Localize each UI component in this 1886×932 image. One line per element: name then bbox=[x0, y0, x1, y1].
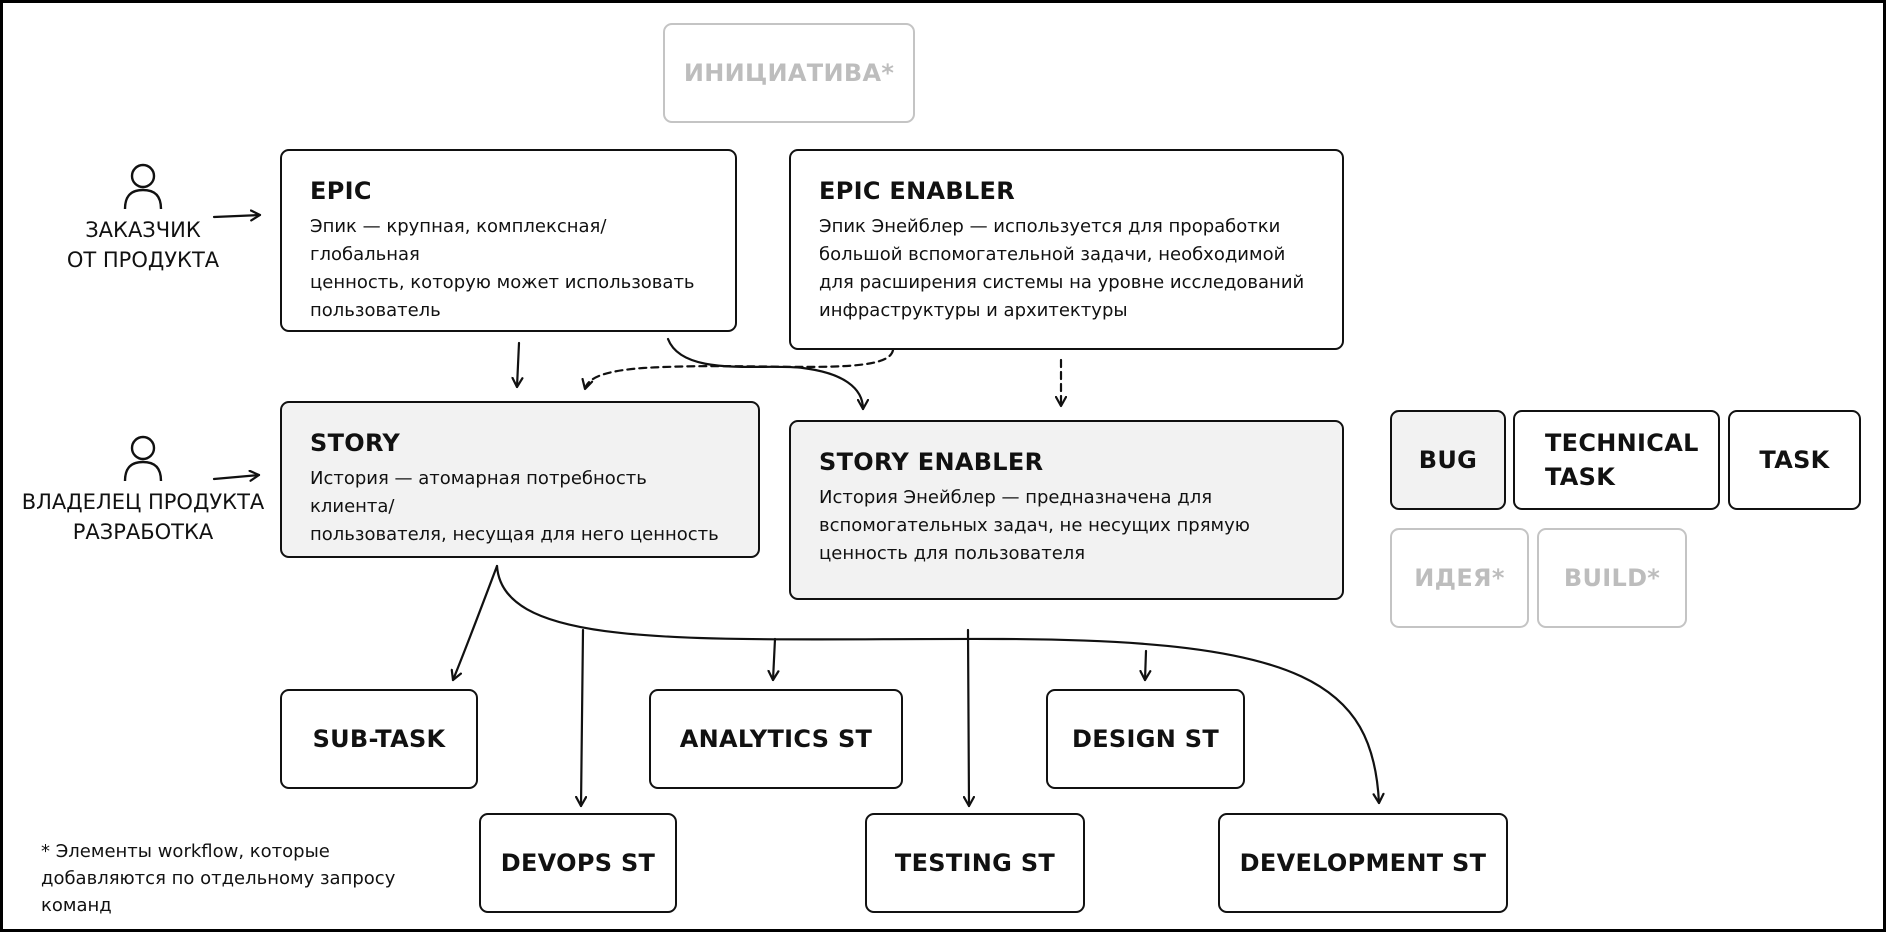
initiative-box: ИНИЦИАТИВА* bbox=[663, 23, 915, 123]
story-box: STORY История — атомарная потребность кл… bbox=[280, 401, 760, 558]
actor-customer-line1: ЗАКАЗЧИК bbox=[85, 218, 201, 242]
initiative-title: ИНИЦИАТИВА* bbox=[683, 59, 895, 87]
arrow-epic-to-story bbox=[517, 341, 519, 389]
story-enabler-description: История Энейблер — предназначена для всп… bbox=[819, 487, 1250, 564]
story-description: История — атомарная потребность клиента/… bbox=[310, 468, 719, 545]
build-title: BUILD* bbox=[1563, 564, 1661, 592]
bug-box: BUG bbox=[1390, 410, 1506, 510]
sub-task-box: SUB-TASK bbox=[280, 689, 478, 789]
task-box: TASK bbox=[1728, 410, 1861, 510]
devops-st-box: DEVOPS ST bbox=[479, 813, 677, 913]
epic-description: Эпик — крупная, комплексная/глобальная ц… bbox=[310, 216, 695, 321]
person-icon bbox=[123, 163, 163, 210]
bug-title: BUG bbox=[1418, 446, 1478, 474]
person-icon bbox=[123, 435, 163, 482]
technical-task-title: TECHNICAL TASK bbox=[1545, 429, 1699, 491]
testing-st-title: TESTING ST bbox=[894, 849, 1056, 877]
build-box: BUILD* bbox=[1537, 528, 1687, 628]
idea-title: ИДЕЯ* bbox=[1414, 564, 1505, 592]
analytics-st-title: ANALYTICS ST bbox=[679, 725, 873, 753]
actor-owner-line1: ВЛАДЕЛЕЦ ПРОДУКТА bbox=[21, 490, 265, 514]
arrow-epic-enabler-to-story bbox=[585, 348, 895, 391]
task-title: TASK bbox=[1759, 446, 1830, 474]
idea-box: ИДЕЯ* bbox=[1390, 528, 1529, 628]
actor-customer: ЗАКАЗЧИК ОТ ПРОДУКТА bbox=[43, 161, 243, 275]
actor-owner: ВЛАДЕЛЕЦ ПРОДУКТА РАЗРАБОТКА bbox=[8, 433, 278, 547]
arrow-to-analytics bbox=[773, 637, 775, 682]
development-st-title: DEVELOPMENT ST bbox=[1239, 849, 1487, 877]
actor-owner-line2: РАЗРАБОТКА bbox=[72, 520, 214, 544]
development-st-box: DEVELOPMENT ST bbox=[1218, 813, 1508, 913]
epic-enabler-description: Эпик Энейблер — используется для прорабо… bbox=[819, 216, 1305, 321]
epic-box: EPIC Эпик — крупная, комплексная/глобаль… bbox=[280, 149, 737, 332]
analytics-st-box: ANALYTICS ST bbox=[649, 689, 903, 789]
actor-customer-line2: ОТ ПРОДУКТА bbox=[66, 248, 220, 272]
testing-st-box: TESTING ST bbox=[865, 813, 1085, 913]
arrow-to-design bbox=[1145, 649, 1146, 682]
story-title: STORY bbox=[310, 429, 401, 457]
arrow-story-to-subtask bbox=[453, 564, 499, 682]
story-enabler-title: STORY ENABLER bbox=[819, 448, 1044, 476]
epic-enabler-title: EPIC ENABLER bbox=[819, 177, 1015, 205]
arrow-story-to-development bbox=[495, 564, 1379, 805]
devops-st-title: DEVOPS ST bbox=[500, 849, 656, 877]
arrow-to-devops bbox=[581, 628, 583, 808]
footnote: * Элементы workflow, которые добавляются… bbox=[41, 841, 396, 916]
technical-task-box: TECHNICAL TASK bbox=[1513, 410, 1720, 510]
design-st-box: DESIGN ST bbox=[1046, 689, 1245, 789]
design-st-title: DESIGN ST bbox=[1071, 725, 1220, 753]
epic-enabler-box: EPIC ENABLER Эпик Энейблер — используетс… bbox=[789, 149, 1344, 350]
sub-task-title: SUB-TASK bbox=[312, 725, 446, 753]
arrow-to-testing bbox=[968, 628, 969, 808]
epic-title: EPIC bbox=[310, 177, 372, 205]
story-enabler-box: STORY ENABLER История Энейблер — предназ… bbox=[789, 420, 1344, 600]
